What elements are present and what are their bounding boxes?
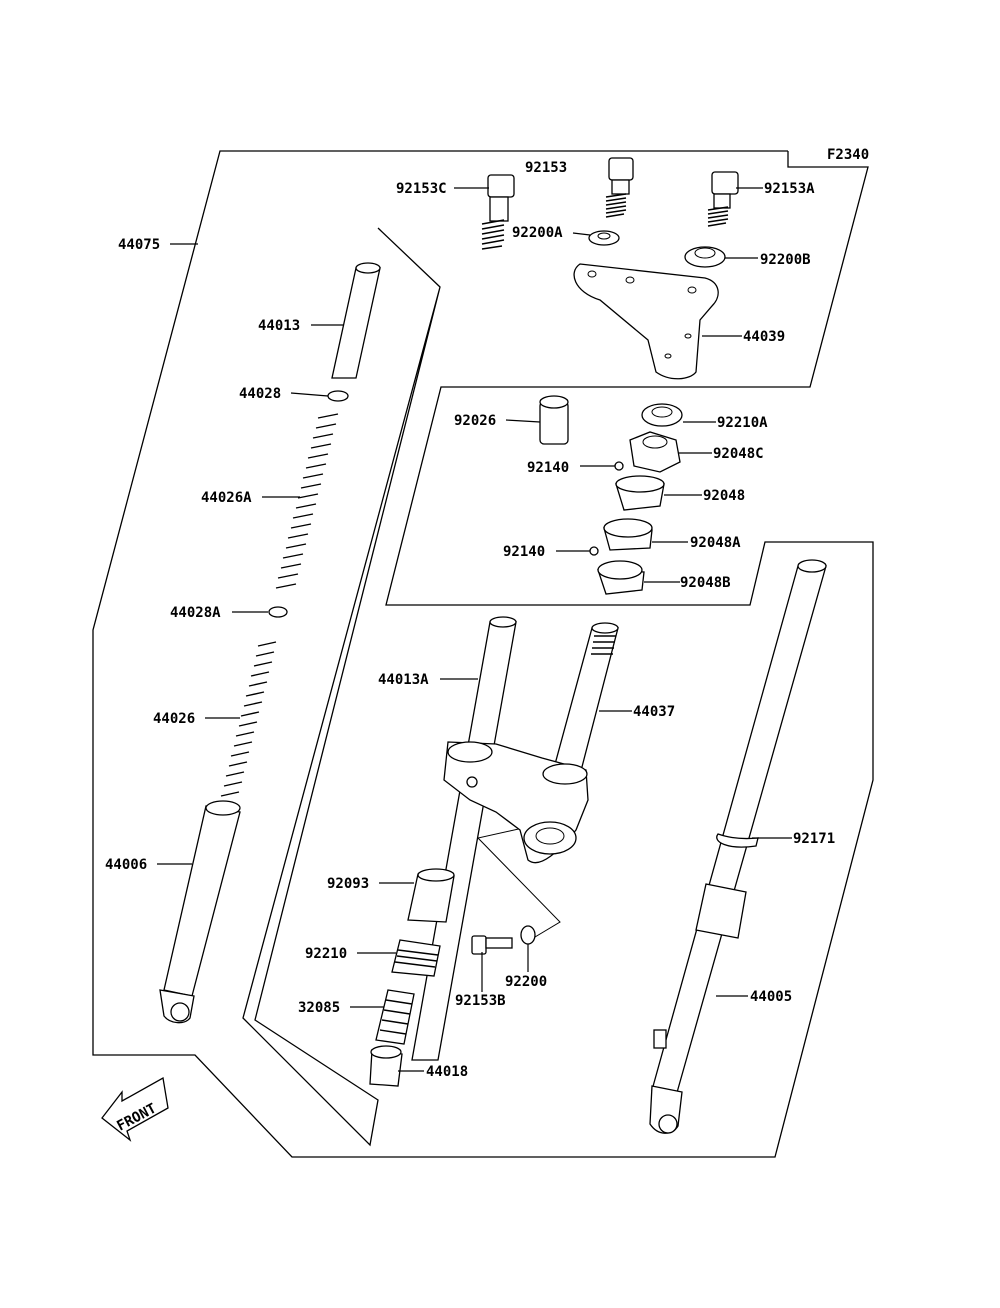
- lower-bracket: [443, 741, 589, 864]
- front-arrow-icon: FRONT: [101, 1076, 169, 1142]
- part-label-44006: 44006: [105, 857, 147, 873]
- ball-92140-lower: [589, 546, 599, 556]
- race-92048: [615, 475, 665, 511]
- part-label-92093: 92093: [327, 876, 369, 892]
- bolt-92153c: [481, 174, 515, 250]
- spring-44026a: [275, 413, 339, 589]
- part-label-44037: 44037: [633, 704, 675, 720]
- part-label-92210: 92210: [305, 946, 347, 962]
- outer-tube-44005: [649, 559, 827, 1134]
- part-label-92140-lower: 92140: [503, 544, 545, 560]
- part-label-92153b: 92153B: [455, 993, 506, 1009]
- oil-seal-92210: [391, 939, 441, 977]
- inner-tube-frame: [242, 227, 441, 1147]
- part-label-44013a: 44013A: [378, 672, 429, 688]
- part-label-44026: 44026: [153, 711, 195, 727]
- part-label-32085: 32085: [298, 1000, 340, 1016]
- bolt-92153a: [707, 171, 739, 227]
- part-label-44039: 44039: [743, 329, 785, 345]
- outer-assembly-frame: [92, 150, 874, 1158]
- seat-44018: [369, 1045, 403, 1087]
- seal-92048b: [597, 560, 645, 595]
- washer-44028: [327, 390, 349, 402]
- spacer-44013: [331, 262, 381, 379]
- part-label-44028: 44028: [239, 386, 281, 402]
- clamp-92171: [716, 833, 759, 848]
- part-label-92140-upper: 92140: [527, 460, 569, 476]
- spring-44026: [220, 641, 277, 797]
- washer-92200a: [588, 230, 620, 246]
- figure-code: F2340: [827, 147, 869, 163]
- leader-lines: [157, 187, 792, 1072]
- part-label-92171: 92171: [793, 831, 835, 847]
- part-label-92200b: 92200B: [760, 252, 811, 268]
- part-label-92200: 92200: [505, 974, 547, 990]
- part-label-44026a: 44026A: [201, 490, 252, 506]
- part-label-44013: 44013: [258, 318, 300, 334]
- part-label-92048c: 92048C: [713, 446, 764, 462]
- part-label-44075: 44075: [118, 237, 160, 253]
- washer-44028a: [268, 606, 288, 618]
- bolt-92153b: [471, 935, 513, 955]
- part-label-44005: 44005: [750, 989, 792, 1005]
- race-92048a: [603, 518, 653, 551]
- part-label-92200a: 92200A: [512, 225, 563, 241]
- part-label-92153a: 92153A: [764, 181, 815, 197]
- bushing-32085: [375, 989, 415, 1045]
- part-label-92210a: 92210A: [717, 415, 768, 431]
- part-label-92048b: 92048B: [680, 575, 731, 591]
- cap-92026: [539, 395, 569, 445]
- nut-92048c: [629, 431, 681, 473]
- part-label-92048a: 92048A: [690, 535, 741, 551]
- part-label-92153c: 92153C: [396, 181, 447, 197]
- washer-92200: [520, 925, 536, 945]
- ring-92210a: [641, 403, 683, 427]
- part-label-92048: 92048: [703, 488, 745, 504]
- part-label-44028a: 44028A: [170, 605, 221, 621]
- part-label-44018: 44018: [426, 1064, 468, 1080]
- outer-tube-44006: [159, 800, 241, 1024]
- bolt-92153: [605, 157, 634, 218]
- handlebar-holder-44039: [573, 263, 719, 380]
- part-label-92153: 92153: [525, 160, 567, 176]
- dust-seal-92093: [407, 868, 455, 923]
- bracket-hidden-line: [477, 827, 561, 941]
- part-label-92026: 92026: [454, 413, 496, 429]
- washer-92200b: [684, 246, 726, 268]
- ball-92140-upper: [614, 461, 624, 471]
